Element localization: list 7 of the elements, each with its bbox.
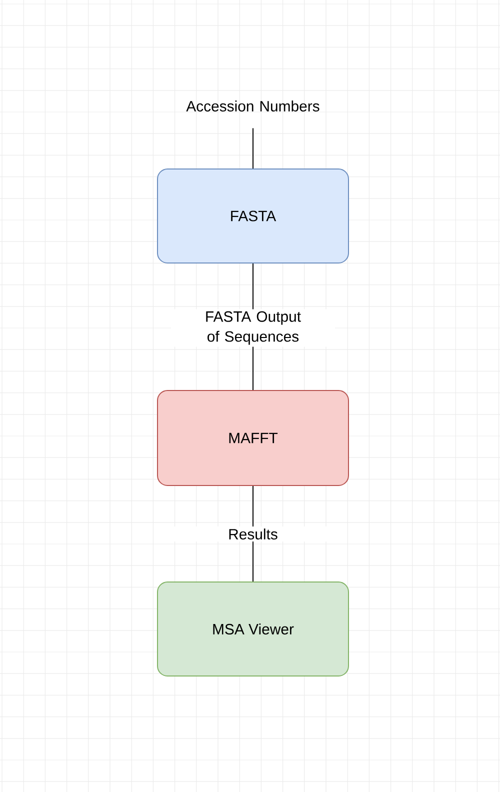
process-box: MAFFT — [157, 390, 349, 486]
input-label: Accession Numbers — [186, 100, 320, 112]
process-box: MSA Viewer — [157, 582, 349, 676]
edge-label: FASTA Output of Sequences — [171, 309, 335, 347]
connector-line — [252, 128, 254, 169]
process-box: FASTA — [157, 168, 349, 264]
edge-label: Results — [171, 526, 335, 542]
